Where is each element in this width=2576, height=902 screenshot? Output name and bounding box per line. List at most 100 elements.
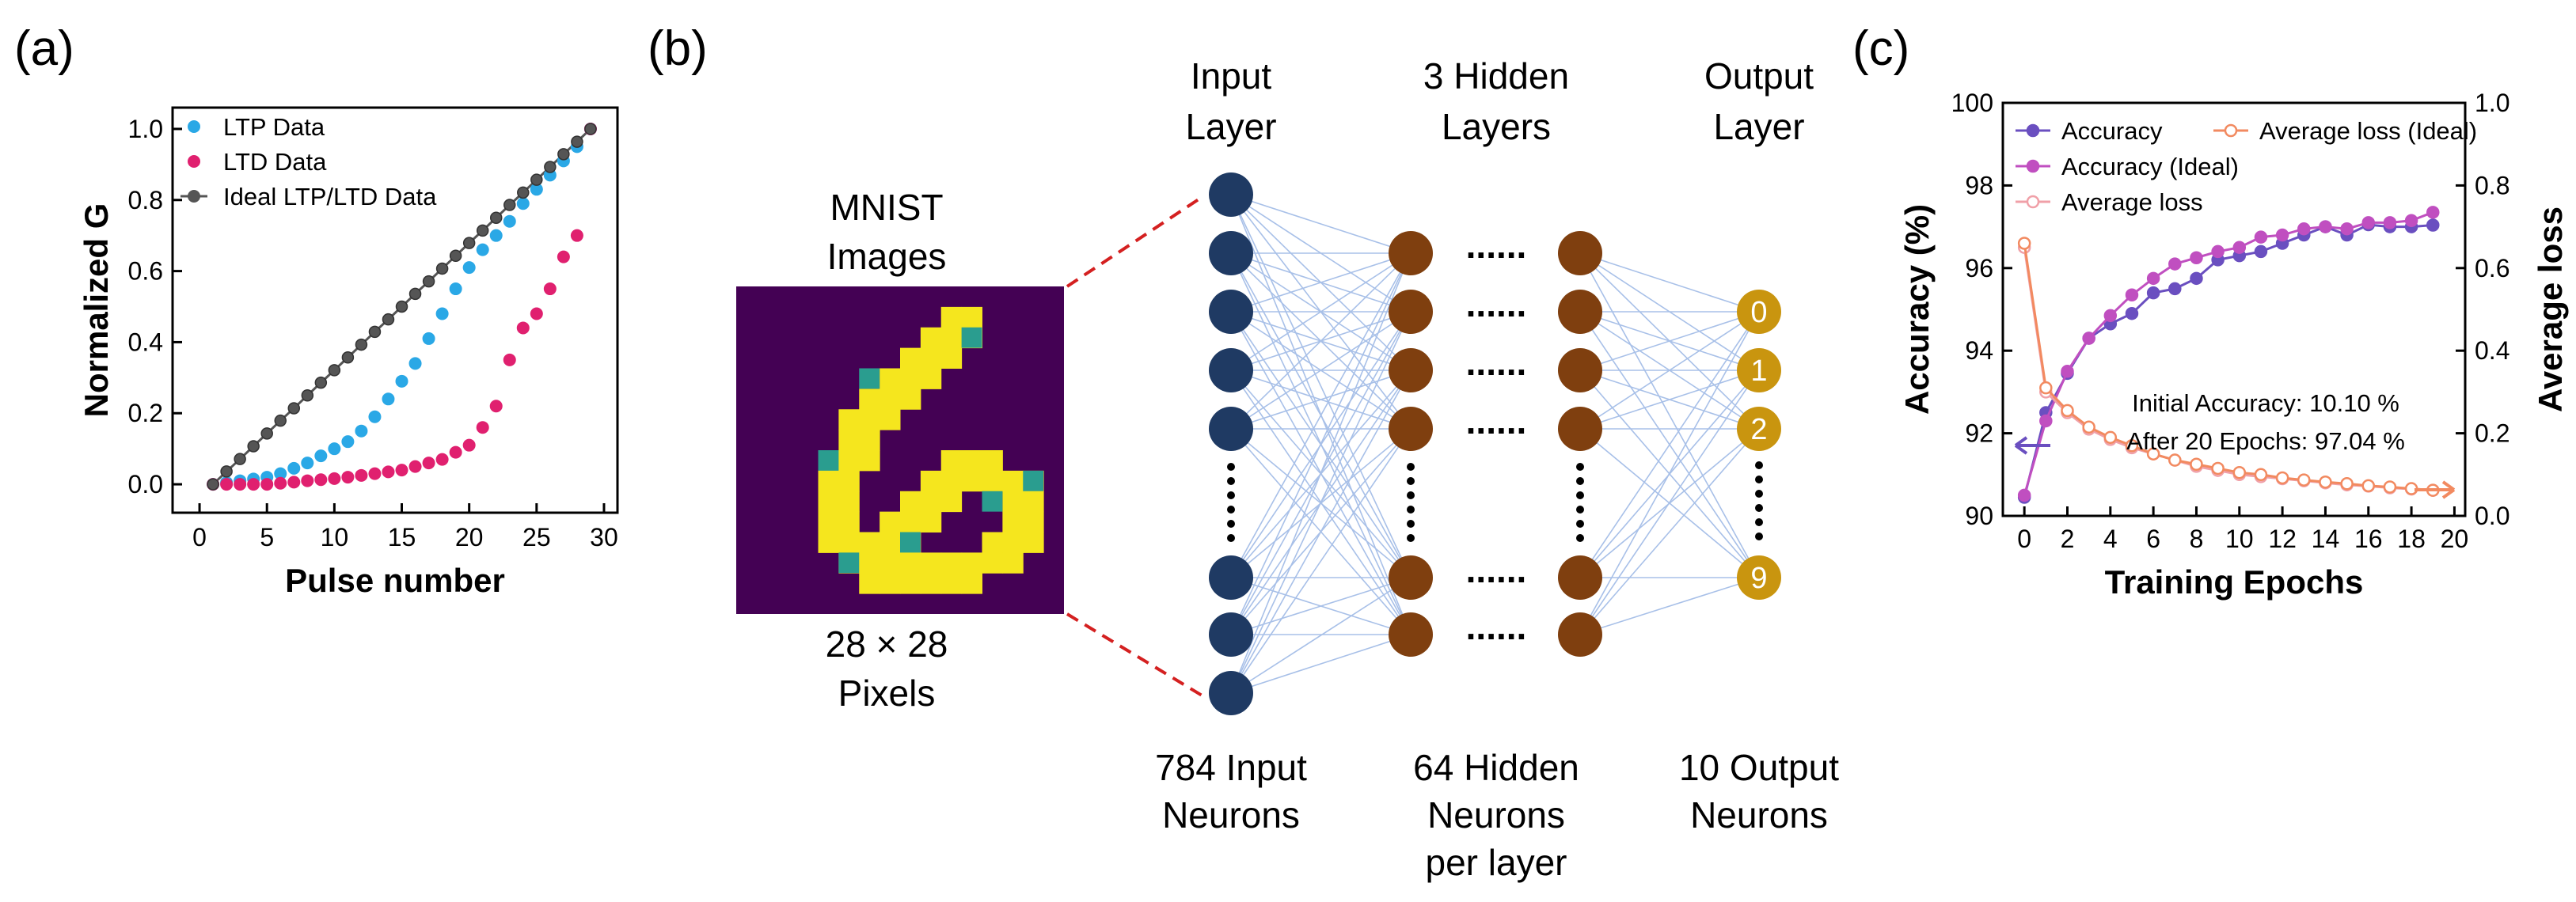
input-vertical-dots <box>1227 477 1235 485</box>
chart-c-ytick-label: 94 <box>1965 336 1993 365</box>
mnist-edge-pixel <box>859 368 880 389</box>
ltd-point <box>543 282 557 296</box>
output-vertical-dots <box>1755 518 1763 526</box>
mnist-pixel <box>940 552 963 574</box>
legend-label-2: Ideal LTP/LTD Data <box>223 183 437 210</box>
ideal-point <box>584 123 597 135</box>
mnist-pixel <box>1002 470 1024 492</box>
mnist-pixel <box>838 430 860 451</box>
connection-in-hidden <box>1230 252 1411 635</box>
ideal-point <box>557 148 570 161</box>
legend-marker-3 <box>2224 123 2238 138</box>
series-point-1 <box>2211 244 2225 259</box>
hidden-caption-1: 64 Hidden <box>1413 747 1579 788</box>
ideal-point <box>476 224 489 237</box>
legend-marker-0 <box>188 120 200 133</box>
ltd-point <box>395 464 408 477</box>
output-vertical-dots <box>1755 504 1763 512</box>
chart-c-ytick-label: 96 <box>1965 254 1993 282</box>
input-vertical-dots <box>1227 534 1235 542</box>
input-neuron <box>1209 612 1253 657</box>
series-point-1 <box>2232 241 2247 254</box>
ideal-point <box>234 453 246 465</box>
hidden-vertical-dots <box>1576 534 1584 542</box>
connection-in-hidden <box>1230 370 1411 694</box>
mnist-pixel <box>961 552 982 574</box>
series-point-3 <box>2319 475 2332 489</box>
ideal-point <box>220 465 233 478</box>
output-vertical-dots <box>1755 461 1763 469</box>
network-connections <box>1230 194 1760 694</box>
mnist-pixel <box>900 491 921 513</box>
mnist-pixel <box>880 368 901 389</box>
chart-c-y2label: Average loss <box>2532 207 2569 412</box>
hidden-neuron <box>1389 348 1433 392</box>
series-point-1 <box>2297 222 2311 236</box>
connection-in-hidden <box>1230 252 1411 430</box>
ltp-point <box>449 282 462 296</box>
series-point-3 <box>2017 237 2031 250</box>
series-point-3 <box>2211 461 2225 476</box>
output-caption-1: 10 Output <box>1679 747 1839 788</box>
ideal-point <box>462 237 476 249</box>
mnist-pixel <box>1002 532 1024 553</box>
hidden-ellipsis: ...... <box>1466 549 1527 590</box>
chart-a-marks <box>207 122 597 491</box>
legend-marker-2 <box>2026 195 2040 209</box>
ltd-point <box>234 478 247 491</box>
ltp-point <box>476 243 489 256</box>
legend-marker-1 <box>2026 159 2040 173</box>
mnist-pixel <box>859 430 880 451</box>
chart-c-ytick-label: 98 <box>1965 171 1993 199</box>
series-point-0 <box>2190 271 2203 286</box>
connection-in-hidden <box>1230 311 1411 694</box>
ltd-point <box>368 467 382 480</box>
hidden-layer-title-2: Layers <box>1442 106 1551 147</box>
legend-label-1: LTD Data <box>223 148 327 176</box>
chart-a-xtick-label: 20 <box>455 523 484 551</box>
mnist-pixel <box>818 511 839 532</box>
ideal-point <box>530 173 543 186</box>
mnist-pixel <box>961 573 982 594</box>
mnist-edge-pixel <box>1023 470 1044 491</box>
mnist-edge-pixel <box>900 532 921 553</box>
mnist-title-2: Images <box>827 236 947 277</box>
chart-a-ytick-label: 0.8 <box>128 186 163 214</box>
chart-c-ytick-label: 100 <box>1951 89 1993 117</box>
mnist-pixel <box>940 347 963 369</box>
ltd-point <box>355 468 368 482</box>
ideal-point <box>449 249 462 263</box>
series-point-3 <box>2168 453 2182 467</box>
mnist-edge-pixel <box>961 327 982 348</box>
connection-hidden-out <box>1579 577 1760 635</box>
mnist-pixel <box>818 532 839 553</box>
input-neuron <box>1209 671 1253 715</box>
series-point-1 <box>2082 332 2095 345</box>
connection-hidden-out <box>1579 370 1760 430</box>
hidden-neuron <box>1389 231 1433 275</box>
mnist-pixel <box>818 470 839 492</box>
series-point-3 <box>2297 473 2311 487</box>
ideal-point <box>435 262 449 275</box>
mnist-pixel <box>961 470 982 492</box>
connection-hidden-out <box>1579 252 1760 313</box>
output-neuron <box>1737 555 1781 600</box>
output-neuron <box>1737 407 1781 451</box>
series-point-1 <box>2061 365 2074 378</box>
mnist-pixel <box>920 491 942 513</box>
series-point-1 <box>2039 414 2053 428</box>
mnist-pixel <box>982 470 1003 492</box>
mnist-pixel <box>1002 552 1024 574</box>
chart-a-frame <box>171 106 619 514</box>
chart-a-xtick-label: 30 <box>590 523 618 551</box>
panel-label-b: (b) <box>648 21 708 76</box>
input-vertical-dots <box>1227 463 1235 471</box>
chart-a-ytick-label: 0.2 <box>128 399 163 427</box>
hidden-vertical-dots <box>1576 491 1584 499</box>
input-caption-1: 784 Input <box>1155 747 1307 788</box>
mnist-pixel <box>859 573 880 594</box>
mnist-edge-pixel <box>982 491 1003 512</box>
ltp-point <box>516 197 530 210</box>
hidden-vertical-dots <box>1407 463 1415 471</box>
